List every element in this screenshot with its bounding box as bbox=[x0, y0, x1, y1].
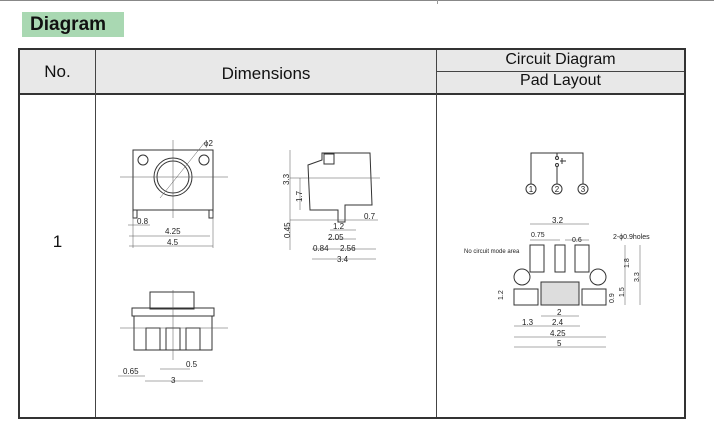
header-circuit-diagram: Circuit Diagram bbox=[505, 51, 616, 68]
dim-label: 2-ϕ0.9holes bbox=[613, 234, 650, 241]
dim-label: 1.3 bbox=[522, 318, 534, 327]
dim-label: 1.7 bbox=[295, 190, 304, 202]
header-pad-layout: Pad Layout bbox=[520, 72, 601, 89]
dim-label: 2.05 bbox=[328, 233, 344, 242]
dim-label: 0.45 bbox=[283, 222, 292, 238]
dim-label: 3.4 bbox=[337, 255, 349, 264]
dim-label: 0.75 bbox=[531, 232, 545, 239]
dim-label: ϕ2 bbox=[204, 139, 213, 148]
dim-label: 1.2 bbox=[333, 222, 345, 231]
top-rule-separator bbox=[437, 0, 438, 4]
row-number: 1 bbox=[52, 232, 63, 251]
dim-label: 1.5 bbox=[619, 287, 626, 297]
pin-1: 1 bbox=[525, 183, 537, 195]
pin-3: 3 bbox=[577, 183, 589, 195]
section-title: Diagram bbox=[22, 12, 124, 37]
dim-label: 2.56 bbox=[340, 244, 356, 253]
dim-label: 1.8 bbox=[624, 258, 631, 268]
dim-label: 0.65 bbox=[123, 367, 139, 376]
dim-label: 3.3 bbox=[634, 272, 641, 282]
circuit-diagram: 1 2 3 bbox=[525, 152, 589, 195]
dim-label: 3 bbox=[171, 376, 176, 385]
header-divider bbox=[437, 71, 684, 72]
front-view: ϕ2 0.8 4.25 4.5 bbox=[120, 139, 228, 248]
dim-label: 0.9 bbox=[609, 293, 616, 303]
dim-label: 4.25 bbox=[165, 227, 181, 236]
dim-label: 1.2 bbox=[498, 290, 505, 300]
header-dimensions: Dimensions bbox=[221, 64, 311, 83]
svg-text:1: 1 bbox=[529, 185, 534, 194]
dim-label: 0.7 bbox=[364, 212, 376, 221]
dim-label: 3.3 bbox=[282, 173, 291, 185]
no-circuit-label: No circuit mode area bbox=[464, 249, 520, 255]
pad-layout: 3.2 0.75 0.6 2-ϕ0.9holes No circuit mode… bbox=[464, 216, 650, 348]
dim-label: 0.84 bbox=[313, 244, 329, 253]
table-header bbox=[20, 50, 684, 95]
dim-label: 2 bbox=[557, 308, 562, 317]
side-view: 3.3 1.7 0.45 0.7 1.2 2.05 0.84 2.56 3.4 bbox=[282, 150, 380, 264]
dim-label: 4.5 bbox=[167, 238, 179, 247]
dim-label: 2.4 bbox=[552, 318, 564, 327]
svg-text:3: 3 bbox=[581, 185, 586, 194]
dim-label: 0.8 bbox=[137, 217, 149, 226]
dim-label: 3.2 bbox=[552, 216, 564, 225]
top-rule bbox=[0, 0, 714, 1]
dim-label: 4.25 bbox=[550, 329, 566, 338]
column-divider bbox=[95, 50, 96, 417]
dim-label: 5 bbox=[557, 339, 562, 348]
header-no: No. bbox=[44, 62, 71, 81]
svg-text:2: 2 bbox=[555, 185, 560, 194]
column-divider bbox=[436, 50, 437, 417]
dim-label: 0.6 bbox=[572, 237, 582, 244]
diagram-table: No. Dimensions Circuit Diagram Pad Layou… bbox=[18, 48, 686, 419]
dim-label: 0.5 bbox=[186, 360, 198, 369]
pin-2: 2 bbox=[551, 183, 563, 195]
bottom-view: 0.5 0.65 3 bbox=[118, 290, 228, 385]
